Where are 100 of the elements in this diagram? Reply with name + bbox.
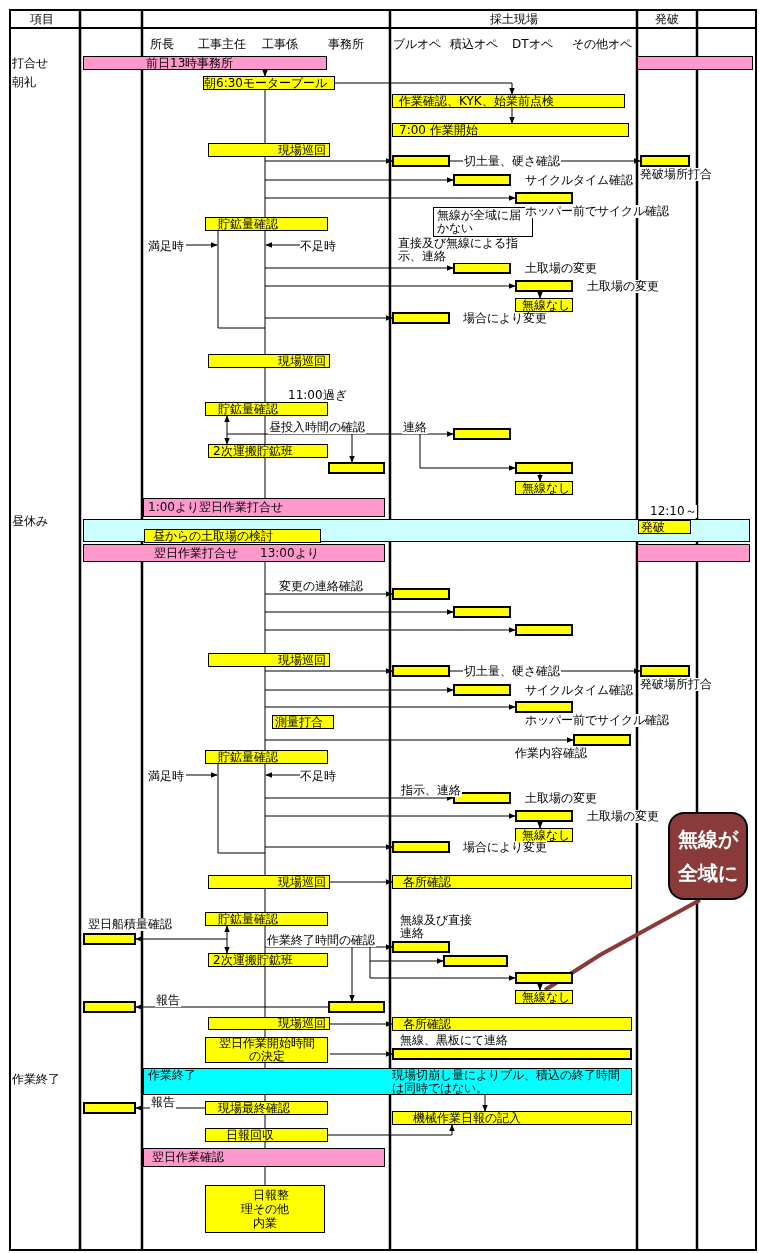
- note-text: 翌日船積量確認: [88, 918, 172, 931]
- header-label: 発破: [655, 13, 679, 26]
- process-box: [83, 1001, 136, 1013]
- edge-label: 切土量、硬さ確認: [463, 665, 561, 678]
- column-label: 工事係: [262, 38, 298, 51]
- process-box: [515, 701, 573, 713]
- process-box: 日報回収: [205, 1128, 328, 1142]
- note-text: 11:00過ぎ: [288, 389, 347, 402]
- process-box: [443, 955, 508, 967]
- process-box: 無線なし: [515, 828, 573, 842]
- arrow: [264, 668, 393, 674]
- column-label: 事務所: [328, 38, 364, 51]
- flow-line: [264, 230, 266, 355]
- edge-label: 連絡: [402, 421, 428, 434]
- process-box: 朝6:30モータープール: [203, 76, 335, 90]
- arrow: [135, 936, 228, 942]
- process-box: 2次運搬貯鉱班: [208, 444, 328, 458]
- column-label: DTオペ: [512, 38, 553, 51]
- process-box: 現場巡回: [208, 143, 330, 157]
- lunch-band: [83, 519, 750, 542]
- process-box: [83, 1102, 136, 1114]
- note-text: 場合により変更: [463, 312, 547, 325]
- flow-arrow: [419, 433, 516, 471]
- process-box: [515, 624, 573, 636]
- flow-arrow: [264, 609, 454, 615]
- flow-arrow: [264, 627, 516, 633]
- arrow: [264, 704, 516, 710]
- callout-bubble: 無線が全域に: [668, 812, 748, 900]
- process-box: [328, 462, 385, 474]
- process-box: 翌日作業開始時間の決定: [205, 1037, 328, 1063]
- bar-text: 翌日作業打合せ: [154, 546, 238, 560]
- flow-line: [264, 1094, 266, 1102]
- flow-arrow: [264, 283, 516, 289]
- process-box: [392, 1048, 632, 1060]
- flow-arrow: [264, 315, 393, 321]
- arrow: [185, 772, 218, 778]
- process-box: [392, 155, 450, 167]
- arrow: [537, 291, 543, 299]
- end-band: [143, 1068, 632, 1095]
- flow-arrow: [264, 813, 516, 819]
- flow-line: [264, 763, 266, 876]
- flow-arrow: [264, 844, 393, 850]
- process-box: 無線なし: [515, 481, 573, 495]
- note-text: 無線及び直接連絡: [400, 914, 474, 940]
- flow-arrow: [264, 687, 454, 693]
- meeting-bar: 前日13時事務所: [83, 56, 327, 70]
- edge-label: 変更の連絡確認: [278, 580, 364, 593]
- flow-line: [264, 888, 266, 913]
- note-text: 作業内容確認: [515, 747, 587, 760]
- arrow: [135, 1004, 329, 1010]
- process-box: [573, 734, 631, 746]
- flow-arrow: [369, 946, 444, 964]
- note-text: サイクルタイム確認: [525, 174, 633, 187]
- flow-arrow: [349, 946, 355, 1002]
- flow-line: [264, 1062, 266, 1069]
- arrow: [185, 242, 218, 248]
- note-text: 発破場所打合: [640, 168, 712, 181]
- flow-line: [264, 561, 266, 654]
- arrow: [224, 415, 230, 445]
- process-box: [392, 588, 450, 600]
- process-box: 現場巡回: [208, 1017, 330, 1030]
- process-box: 貯鉱量確認: [205, 750, 328, 764]
- process-box: [392, 941, 450, 953]
- callout-tail: [543, 898, 701, 992]
- bar-text: 13:00より: [260, 546, 319, 560]
- row-label: 昼休み: [12, 515, 48, 528]
- flow-line: [264, 1029, 266, 1038]
- process-box: 無線なし: [515, 990, 573, 1004]
- arrow: [537, 983, 543, 991]
- process-box: [515, 972, 573, 984]
- flow-arrow: [264, 195, 516, 201]
- flow-line: [264, 925, 266, 954]
- process-box: [453, 606, 511, 618]
- column-label: 工事主任: [198, 38, 246, 51]
- process-box: [515, 280, 573, 292]
- process-box: [453, 174, 511, 186]
- arrow: [327, 1124, 455, 1136]
- process-box: 貯鉱量確認: [205, 912, 328, 926]
- arrow: [264, 158, 393, 164]
- process-box: [640, 155, 690, 167]
- process-box: [392, 841, 450, 853]
- flow-line: [264, 1114, 266, 1129]
- arrow: [482, 1094, 488, 1112]
- column-label: 積込オペ: [450, 38, 498, 51]
- process-box: [453, 428, 511, 440]
- column-label: その他オペ: [572, 38, 632, 51]
- note-text: 土取場の変更: [525, 262, 597, 275]
- process-box: 作業確認、KYK、始業前点検: [392, 94, 625, 108]
- header-label: 項目: [30, 13, 54, 26]
- flow-line: [264, 666, 266, 751]
- process-box: 各所確認: [392, 875, 632, 889]
- flow-line: [264, 156, 266, 218]
- process-box: [392, 312, 450, 324]
- process-box: [515, 192, 573, 204]
- flow-line: [264, 966, 266, 1018]
- note-text: ホッパー前でサイクル確認: [525, 714, 669, 727]
- process-box: [453, 684, 511, 696]
- arrow: [329, 879, 393, 885]
- row-label: 朝礼: [12, 76, 36, 89]
- bar-text: 作業終了: [148, 1069, 196, 1082]
